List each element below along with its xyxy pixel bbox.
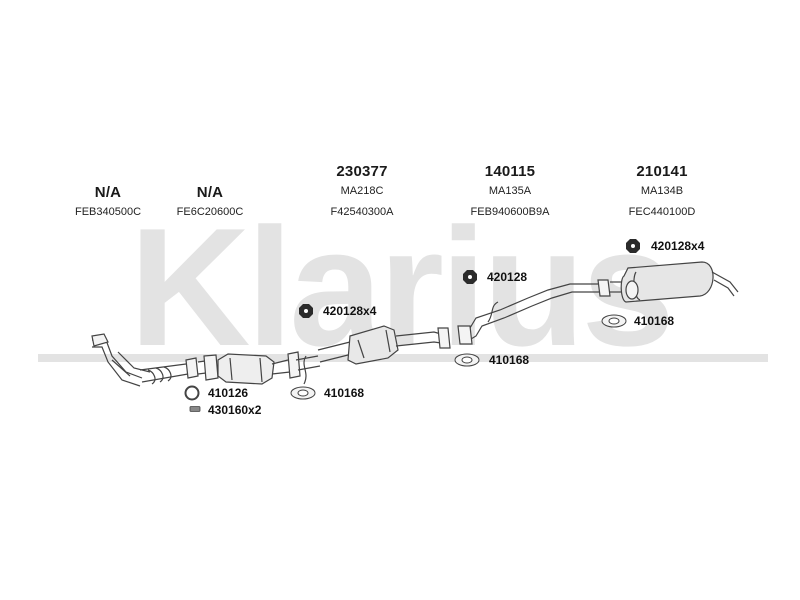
gasket-icon-rear[interactable] <box>601 314 627 328</box>
ma-code-140115: MA135A <box>488 185 532 197</box>
ma-code-230377: MA218C <box>340 185 384 197</box>
fitting-label-clamp[interactable]: 430160x2 <box>208 403 262 417</box>
rubber-mount-icon-front[interactable] <box>299 304 313 318</box>
part-number-230377: 230377 <box>336 163 388 180</box>
sealing-ring-icon[interactable] <box>184 385 200 401</box>
watermark-underline <box>38 354 768 362</box>
fitting-label-gasket-front[interactable]: 410168 <box>324 386 365 400</box>
rubber-mount-icon-mid[interactable] <box>463 270 477 284</box>
fitting-label-rubber-mid[interactable]: 420128 <box>487 270 528 284</box>
flexi-pipe[interactable] <box>197 354 219 381</box>
ma-code-210141: MA134B <box>640 185 684 197</box>
part-number-140115: 140115 <box>484 163 536 180</box>
part-number-downpipe: N/A <box>94 184 122 201</box>
rubber-mount-icon-rear[interactable] <box>626 239 640 253</box>
gasket-icon-mid[interactable] <box>454 353 480 367</box>
oe-code-140115: FEB940600B9A <box>470 206 550 218</box>
intermediate-pipe[interactable] <box>457 279 611 345</box>
part-number-flexi: N/A <box>196 184 224 201</box>
oe-code-210141: FEC440100D <box>628 206 696 218</box>
oe-code-230377: F42540300A <box>330 206 394 218</box>
centre-silencer[interactable] <box>317 325 451 365</box>
klarius-watermark: Klarius <box>38 193 768 381</box>
gasket-icon-front[interactable] <box>290 386 316 400</box>
watermark-text: Klarius <box>129 193 671 381</box>
front-downpipe[interactable] <box>91 333 199 387</box>
oe-code-flexi: FE6C20600C <box>176 206 244 218</box>
fitting-label-ring[interactable]: 410126 <box>208 386 249 400</box>
oe-code-downpipe: FEB340500C <box>74 206 142 218</box>
catalytic-converter[interactable] <box>217 351 321 385</box>
fitting-label-gasket-rear[interactable]: 410168 <box>634 314 675 328</box>
fitting-label-gasket-mid[interactable]: 410168 <box>489 353 530 367</box>
fitting-label-rubber-rear[interactable]: 420128x4 <box>651 239 705 253</box>
part-number-210141: 210141 <box>636 163 688 180</box>
fitting-label-rubber-front[interactable]: 420128x4 <box>323 304 377 318</box>
rear-silencer[interactable] <box>610 261 739 303</box>
clamp-icon[interactable] <box>189 406 201 412</box>
